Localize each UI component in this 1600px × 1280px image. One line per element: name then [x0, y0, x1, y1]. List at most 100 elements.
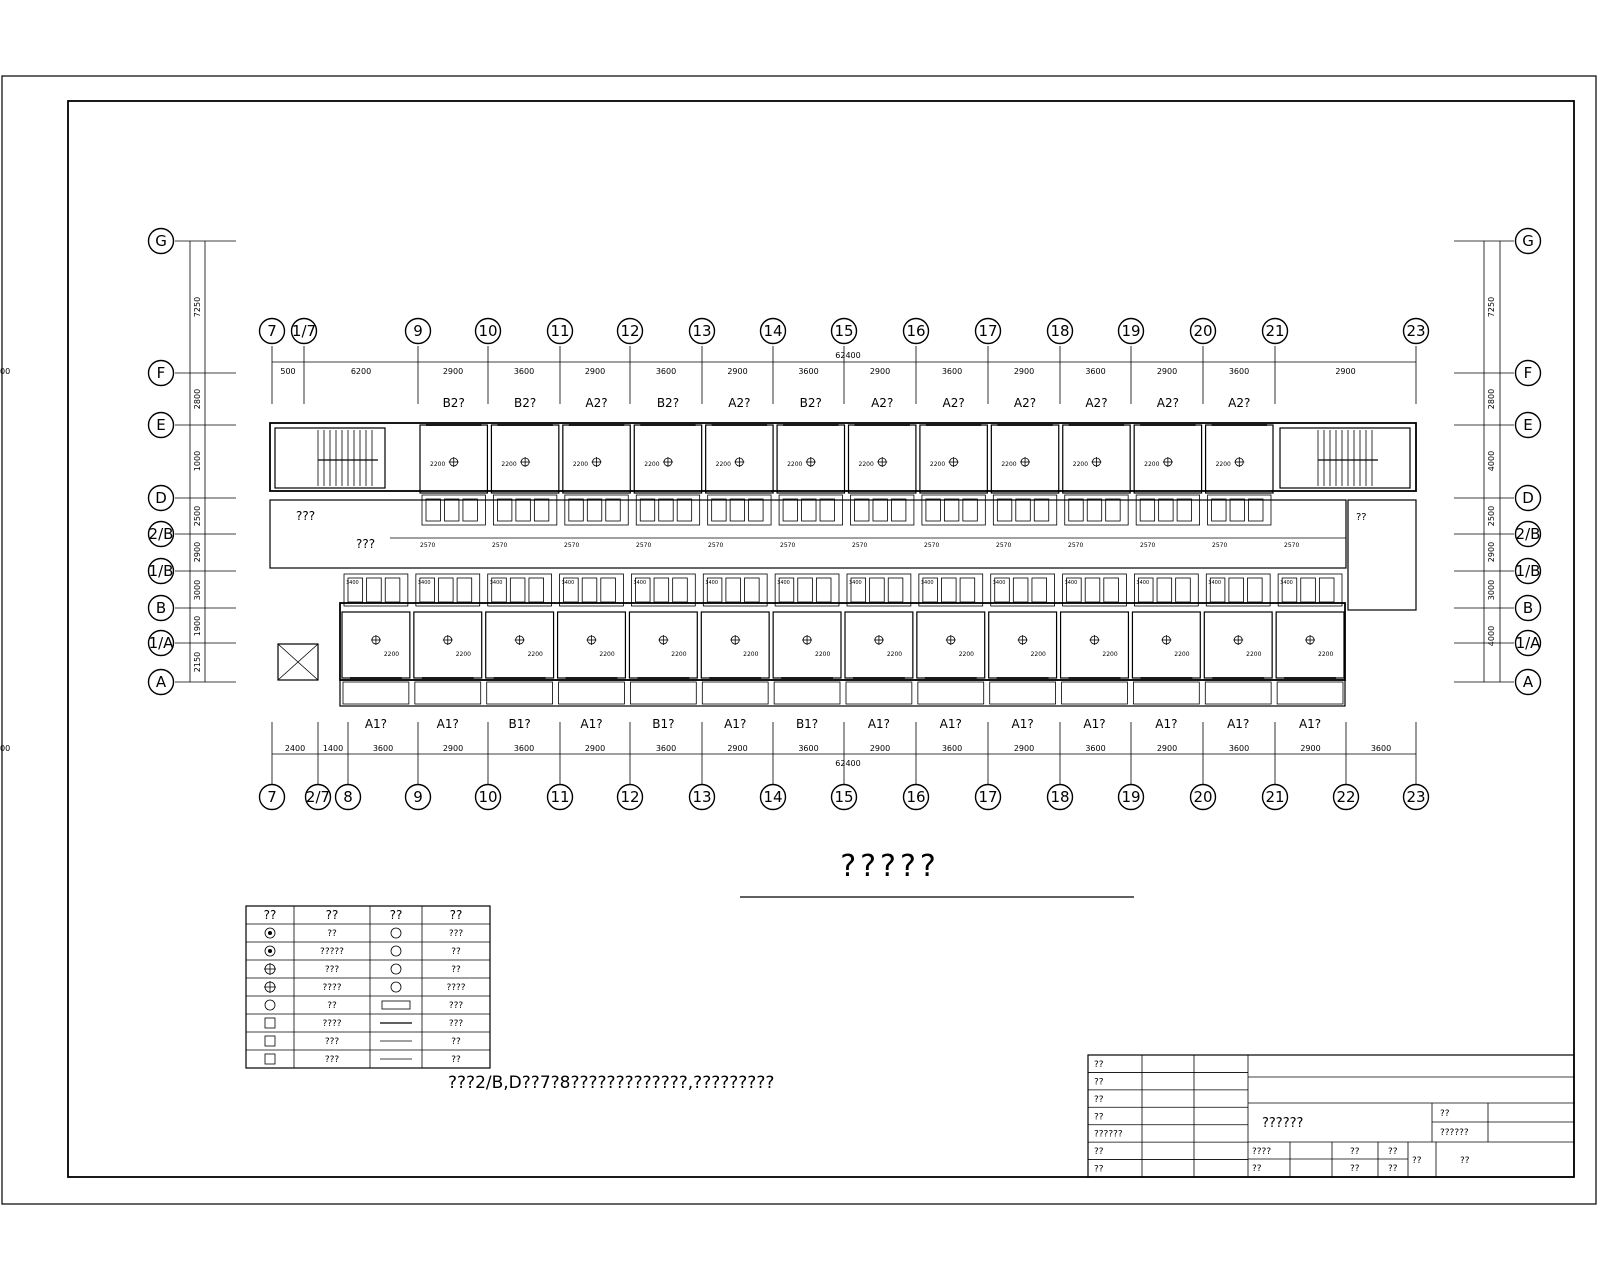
fixture-label: 2200: [573, 461, 588, 468]
grid-bubble-bottom: [759, 783, 787, 811]
bath-label: 3400: [346, 580, 359, 586]
right-stair: [1279, 427, 1411, 489]
fixture-label: 2200: [1102, 651, 1117, 658]
grid-bubble-top: [902, 317, 930, 345]
grid-bubble-left: [147, 227, 175, 255]
top-dim-label: 3600: [798, 367, 818, 376]
bath-label: 3400: [633, 580, 646, 586]
right-dim-label: 4000: [1487, 451, 1496, 471]
title-block-label: ??: [1094, 1077, 1104, 1087]
bottom-room-label: A1?: [1227, 717, 1249, 731]
grid-label-right: 1/B: [1516, 562, 1541, 580]
fixture-label: 2200: [815, 651, 830, 658]
bath-label: 3400: [849, 580, 862, 586]
title-block-right-label: ??????: [1440, 1128, 1469, 1138]
fixture-label: 2200: [501, 461, 516, 468]
grid-bubble-top: [1261, 317, 1289, 345]
grid-label-bottom: 14: [763, 788, 782, 806]
grid-label-bottom: 13: [692, 788, 711, 806]
right-dim-label: 2800: [1487, 389, 1496, 409]
left-stair: [274, 427, 386, 489]
top-dim-label: 2900: [443, 367, 463, 376]
top-room-label: A2?: [728, 396, 750, 410]
fixture-label: 2200: [859, 461, 874, 468]
bottom-dim-label: 2900: [1300, 744, 1320, 753]
fixture-label: 2200: [930, 461, 945, 468]
bottom-dim-label: 2900: [1014, 744, 1034, 753]
top-dim-label: 500: [280, 367, 295, 376]
grid-bubble-bottom: [830, 783, 858, 811]
left-room-label-2: ???: [356, 537, 375, 551]
bottom-room-label: A1?: [1155, 717, 1177, 731]
bath-label: 3400: [777, 580, 790, 586]
grid-bubble-bottom: [1046, 783, 1074, 811]
grid-label-top: 10: [478, 322, 497, 340]
top-room-label: B2?: [514, 396, 536, 410]
bottom-dim-label: 3600: [1371, 744, 1391, 753]
grid-bubble-right: [1514, 594, 1542, 622]
bottom-dim-label: 3600: [1085, 744, 1105, 753]
title-block-stage-label: ??: [1388, 1164, 1398, 1174]
grid-label-top: 1/7: [292, 322, 316, 340]
grid-bubble-top: [1402, 317, 1430, 345]
grid-label-bottom: 12: [620, 788, 639, 806]
fixture-label: 2200: [743, 651, 758, 658]
top-dim-label: 6200: [351, 367, 371, 376]
bottom-dim-label: 2900: [870, 744, 890, 753]
bottom-dim-label: 3600: [373, 744, 393, 753]
bottom-dim-label: 3600: [656, 744, 676, 753]
left-stair-treads: [317, 430, 378, 486]
grid-bubble-top: [258, 317, 286, 345]
title-block-label: ??: [1094, 1112, 1104, 1122]
bath-label: 3400: [1280, 580, 1293, 586]
grid-bubble-bottom: [474, 783, 502, 811]
fixture-label: 2200: [1001, 461, 1016, 468]
bottom-dim-label: 2900: [1157, 744, 1177, 753]
legend-header: ??: [264, 908, 277, 922]
bottom-room-label: A1?: [365, 717, 387, 731]
grid-label-top: 15: [834, 322, 853, 340]
grid-label-bottom: 11: [550, 788, 569, 806]
grid-label-top: 7: [267, 322, 277, 340]
fixture-label: 2200: [716, 461, 731, 468]
legend-symbol: [390, 927, 402, 939]
grid-label-left: B: [156, 599, 166, 617]
title-block-label: ??: [1094, 1165, 1104, 1175]
grid-label-left: D: [155, 489, 167, 507]
bottom-room-label: A1?: [580, 717, 602, 731]
top-room: 2200 B2?: [490, 396, 560, 526]
bottom-room-label: B1?: [796, 717, 818, 731]
legend-symbol: [390, 945, 402, 957]
top-dim-label: 3600: [1085, 367, 1105, 376]
grid-bubble-bottom: [974, 783, 1002, 811]
legend-name: ???: [449, 929, 464, 939]
grid-label-left: E: [156, 416, 165, 434]
corridor-dim: 2570: [852, 542, 867, 549]
title-block-label: ??: [1094, 1060, 1104, 1070]
grid-bubble-top: [974, 317, 1002, 345]
grid-label-bottom: 8: [343, 788, 353, 806]
fixture-label: 2200: [1216, 461, 1231, 468]
legend-name: ??: [327, 1001, 337, 1011]
grid-label-right: D: [1522, 489, 1534, 507]
grid-label-top: 17: [978, 322, 997, 340]
corridor-dim: 2570: [708, 542, 723, 549]
grid-bubble-right: [1514, 227, 1542, 255]
grid-label-right: F: [1524, 364, 1533, 382]
legend-name: ??: [451, 965, 461, 975]
grid-bubble-left: [147, 359, 175, 387]
top-dim-label: 2900: [1335, 367, 1355, 376]
bath-label: 3400: [418, 580, 431, 586]
grid-bubble-bottom: [334, 783, 362, 811]
bottom-room-label: A1?: [1299, 717, 1321, 731]
grid-bubble-bottom: [1402, 783, 1430, 811]
general-note: ???2/B,D??7?8?????????????,?????????: [448, 1073, 774, 1093]
